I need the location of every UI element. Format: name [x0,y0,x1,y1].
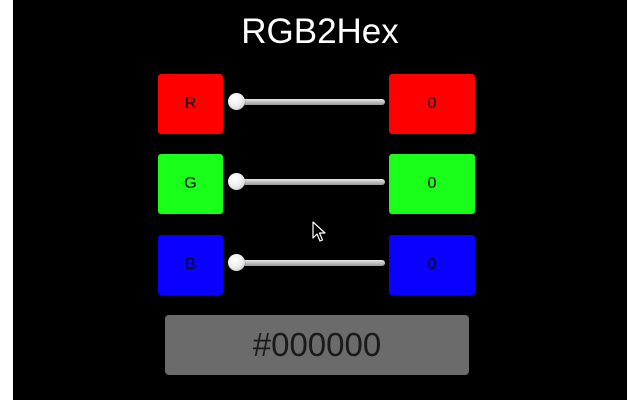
green-slider-track[interactable] [235,179,385,185]
row-blue: B 0 [0,235,640,297]
mouse-pointer-icon [312,221,326,242]
app-title: RGB2Hex [241,12,399,51]
blue-slider-thumb[interactable] [228,254,245,271]
blue-label-box: B [158,235,223,295]
green-value-box: 0 [389,154,475,214]
row-green: G 0 [0,154,640,216]
green-slider[interactable] [228,173,388,190]
blue-slider[interactable] [228,254,388,271]
red-value-box: 0 [389,74,475,134]
red-label-box: R [158,74,223,134]
red-slider[interactable] [228,93,388,110]
red-slider-thumb[interactable] [228,93,245,110]
green-slider-thumb[interactable] [228,173,245,190]
hex-output: #000000 [165,315,469,375]
red-slider-track[interactable] [235,99,385,105]
row-red: R 0 [0,74,640,136]
blue-slider-track[interactable] [235,260,385,266]
blue-value-box: 0 [389,235,475,295]
green-label-box: G [158,154,223,214]
